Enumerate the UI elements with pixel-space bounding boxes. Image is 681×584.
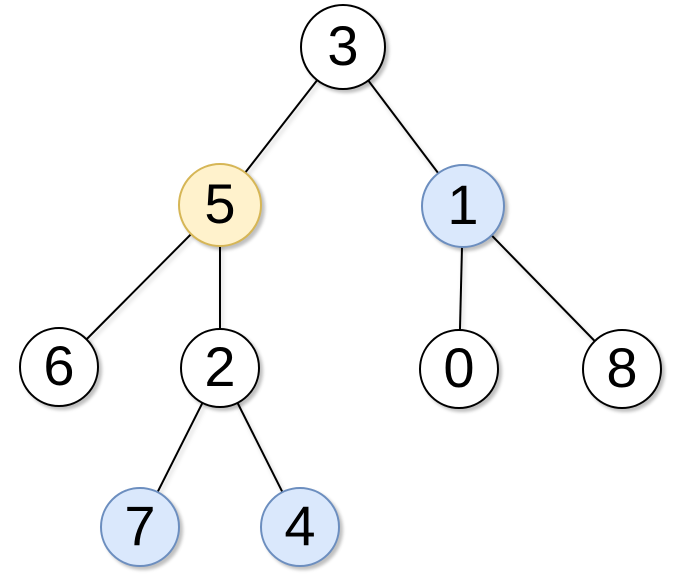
tree-node-3: 3 — [300, 4, 386, 90]
tree-node-7-label: 7 — [124, 494, 156, 557]
tree-node-5-label: 5 — [204, 172, 236, 235]
tree-node-8: 8 — [582, 329, 662, 409]
tree-node-3-label: 3 — [327, 14, 359, 77]
tree-node-6: 6 — [19, 327, 99, 407]
tree-node-0: 0 — [419, 329, 499, 409]
tree-node-1: 1 — [421, 164, 505, 248]
tree-node-2: 2 — [180, 328, 260, 408]
tree-node-6-label: 6 — [43, 334, 75, 397]
tree-node-0-label: 0 — [443, 336, 475, 399]
tree-node-4: 4 — [260, 487, 340, 567]
tree-node-4-label: 4 — [284, 494, 316, 557]
tree-node-1-label: 1 — [447, 173, 479, 236]
tree-node-2-label: 2 — [204, 335, 236, 398]
tree-node-7: 7 — [100, 487, 180, 567]
tree-node-8-label: 8 — [606, 336, 638, 399]
tree-node-5: 5 — [178, 163, 262, 247]
